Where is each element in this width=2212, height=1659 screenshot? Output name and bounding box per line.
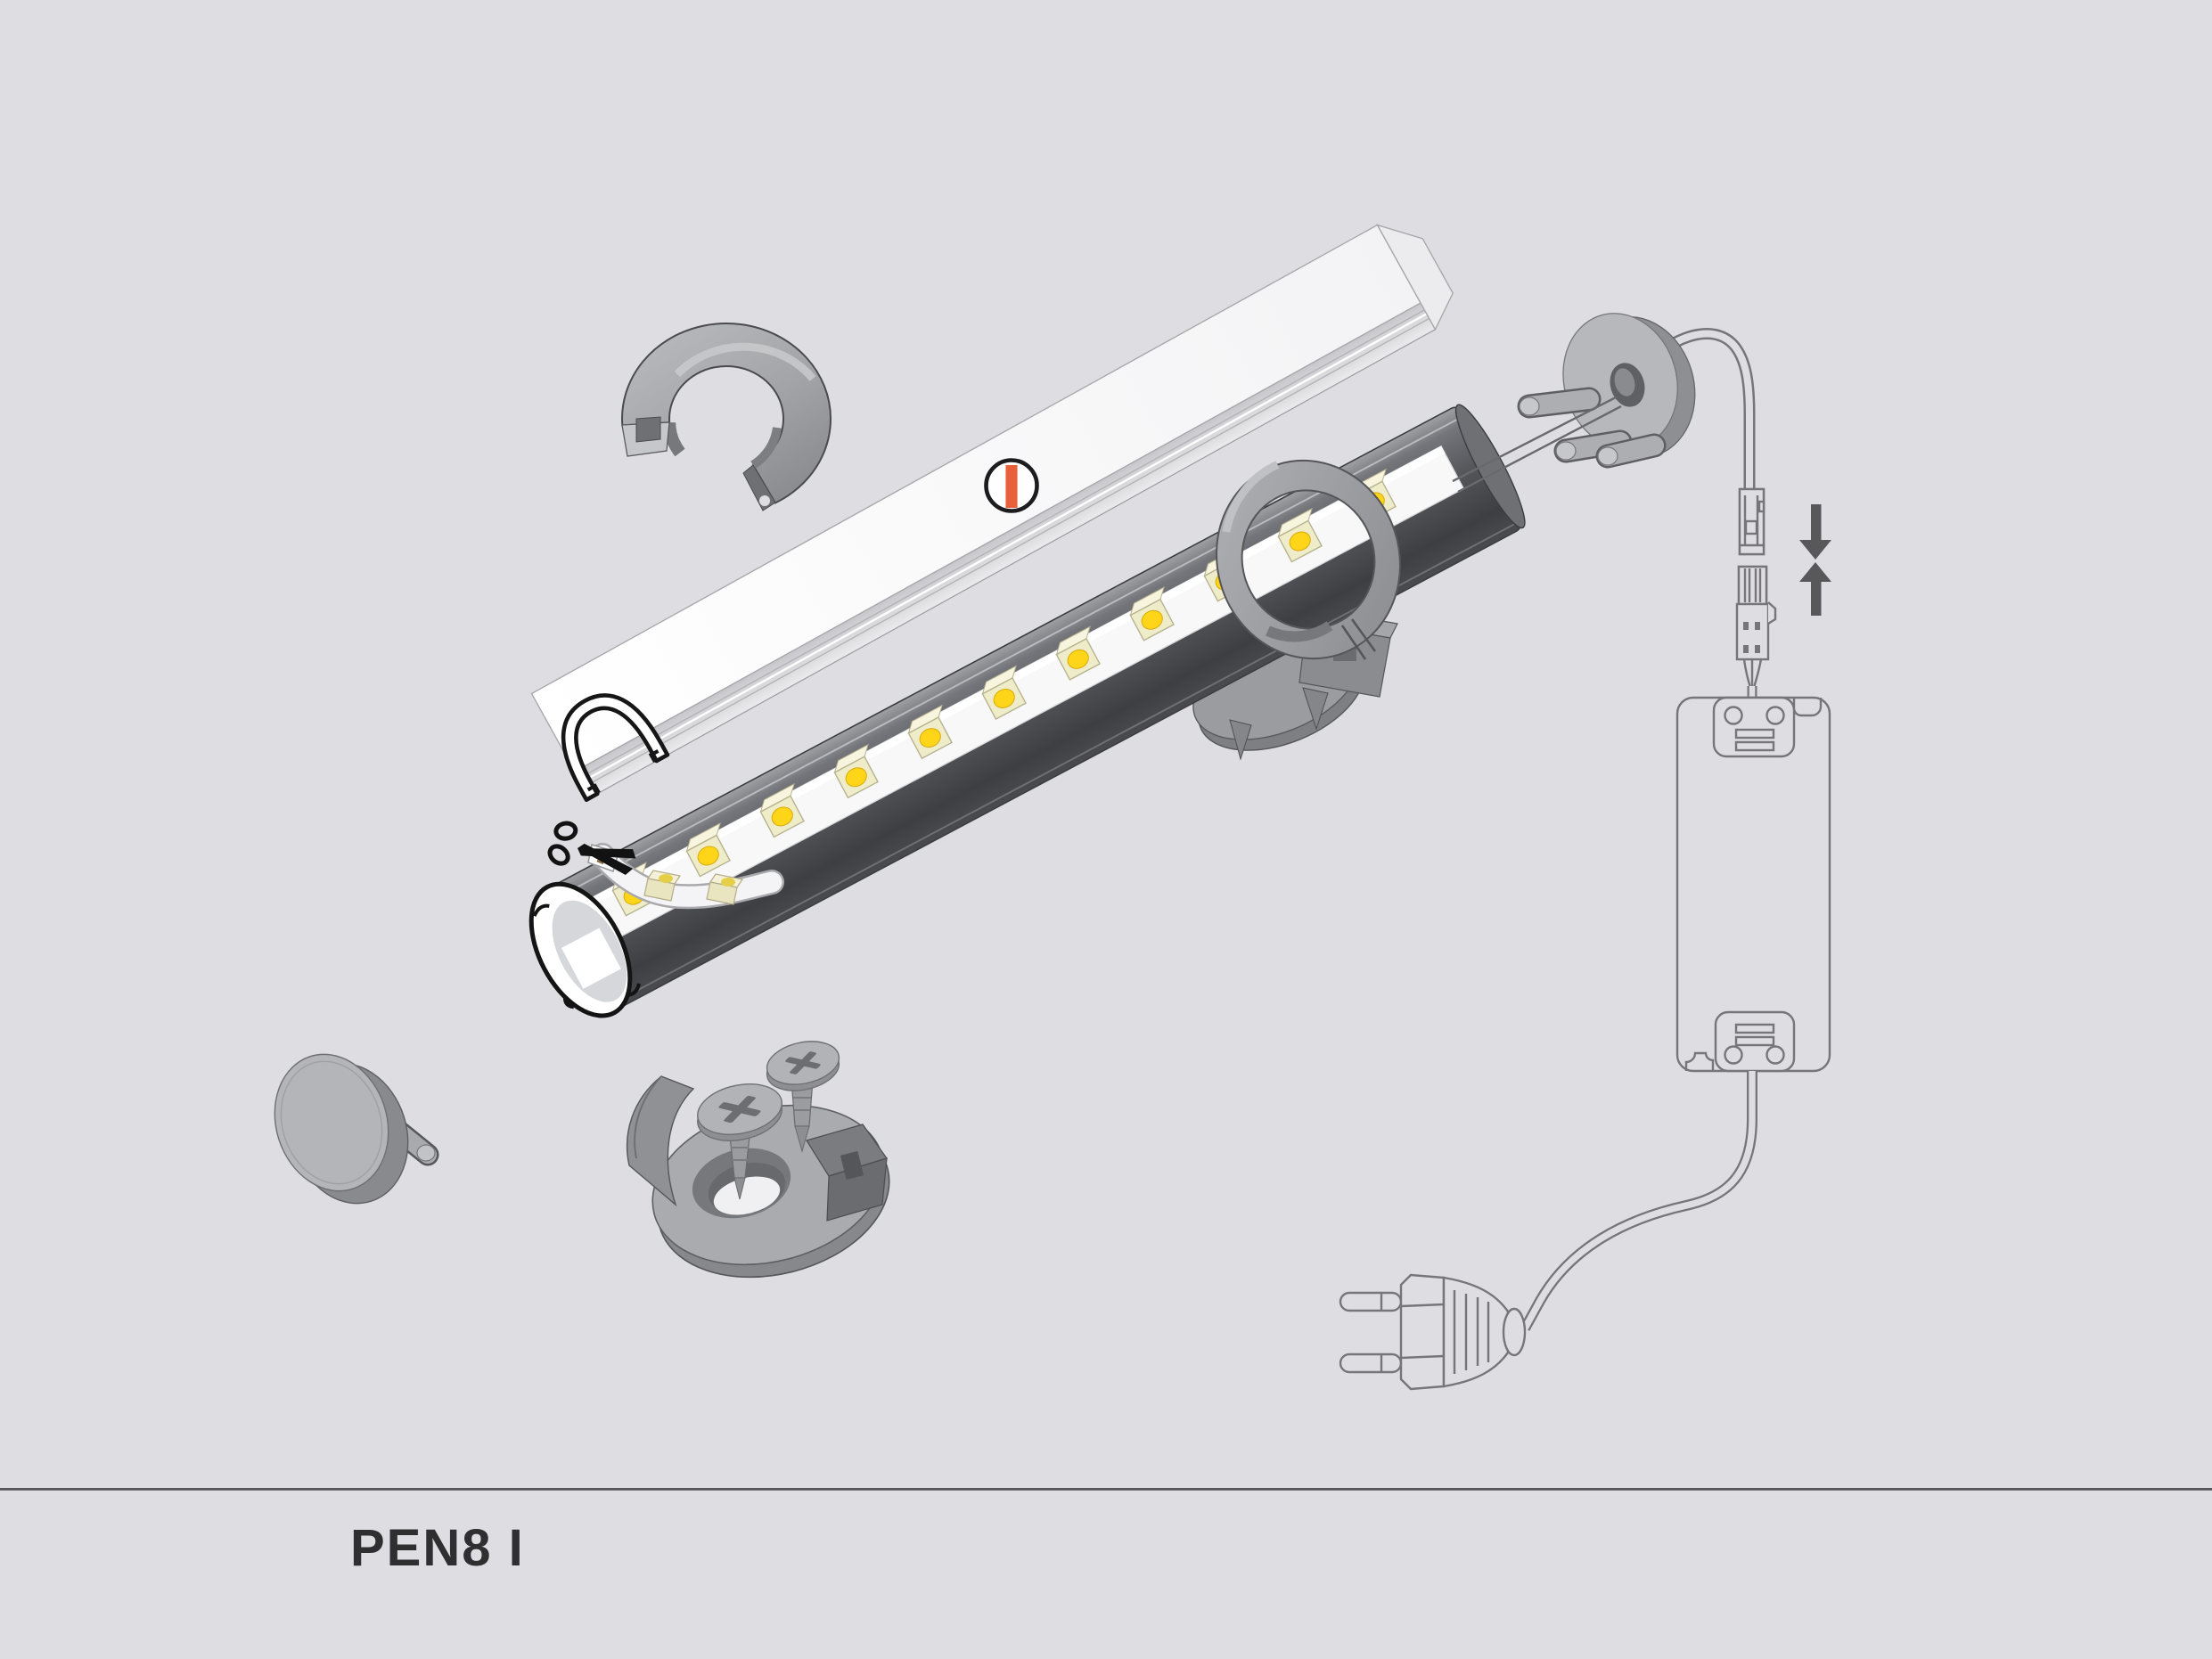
led-chip — [833, 743, 879, 799]
diffuser-cross-section — [561, 693, 670, 802]
profile-cross-section — [528, 881, 641, 1018]
led-row — [611, 468, 1397, 917]
led-chip — [1277, 507, 1323, 563]
phillips-slot — [785, 1051, 821, 1075]
bracket-spike — [1229, 719, 1252, 761]
marker-badge: I — [984, 453, 1039, 522]
peeled-led-strip-end — [547, 821, 784, 910]
led-chip — [759, 782, 805, 838]
scissors-icon — [547, 821, 636, 875]
power-supply-chain — [1339, 328, 1831, 1391]
mounting-screw — [697, 1083, 782, 1200]
diffuser-cover — [530, 224, 1454, 802]
power-cable-lower — [1520, 1071, 1757, 1331]
press-together-arrows-icon — [1799, 504, 1831, 616]
product-code: PEN8 I — [350, 1519, 525, 1577]
led-chip — [685, 821, 731, 878]
bracket-spike — [1302, 687, 1329, 731]
peeled-led — [643, 870, 681, 902]
led-chip — [907, 704, 953, 760]
led-chip — [1055, 625, 1101, 681]
power-supply — [1675, 696, 1831, 1073]
surface-mounting-bracket — [626, 1041, 890, 1279]
ring-clip — [1216, 459, 1401, 660]
plug-pin-top — [1339, 1291, 1403, 1312]
plug-ferrule — [1502, 1307, 1527, 1357]
led-chip — [1129, 586, 1175, 642]
cable-end-cap — [1517, 313, 1696, 469]
marker-badge-label: I — [1000, 453, 1022, 522]
connector-female — [1735, 565, 1777, 661]
led-chip — [981, 665, 1027, 721]
plug-pin-bottom — [1339, 1353, 1403, 1374]
end-cap-pegs — [1517, 387, 1667, 469]
connector-male — [1738, 487, 1766, 556]
connection-wires — [1452, 396, 1622, 494]
footer-divider — [0, 1488, 2212, 1491]
mains-plug — [1339, 1273, 1527, 1391]
diffuser-end-face — [1376, 224, 1454, 331]
plug-body — [1399, 1273, 1446, 1391]
mounting-clip — [621, 323, 832, 511]
end-cap — [274, 1053, 439, 1205]
mounting-screw — [766, 1041, 840, 1153]
phillips-slot — [718, 1095, 761, 1124]
peeled-led — [706, 873, 743, 905]
